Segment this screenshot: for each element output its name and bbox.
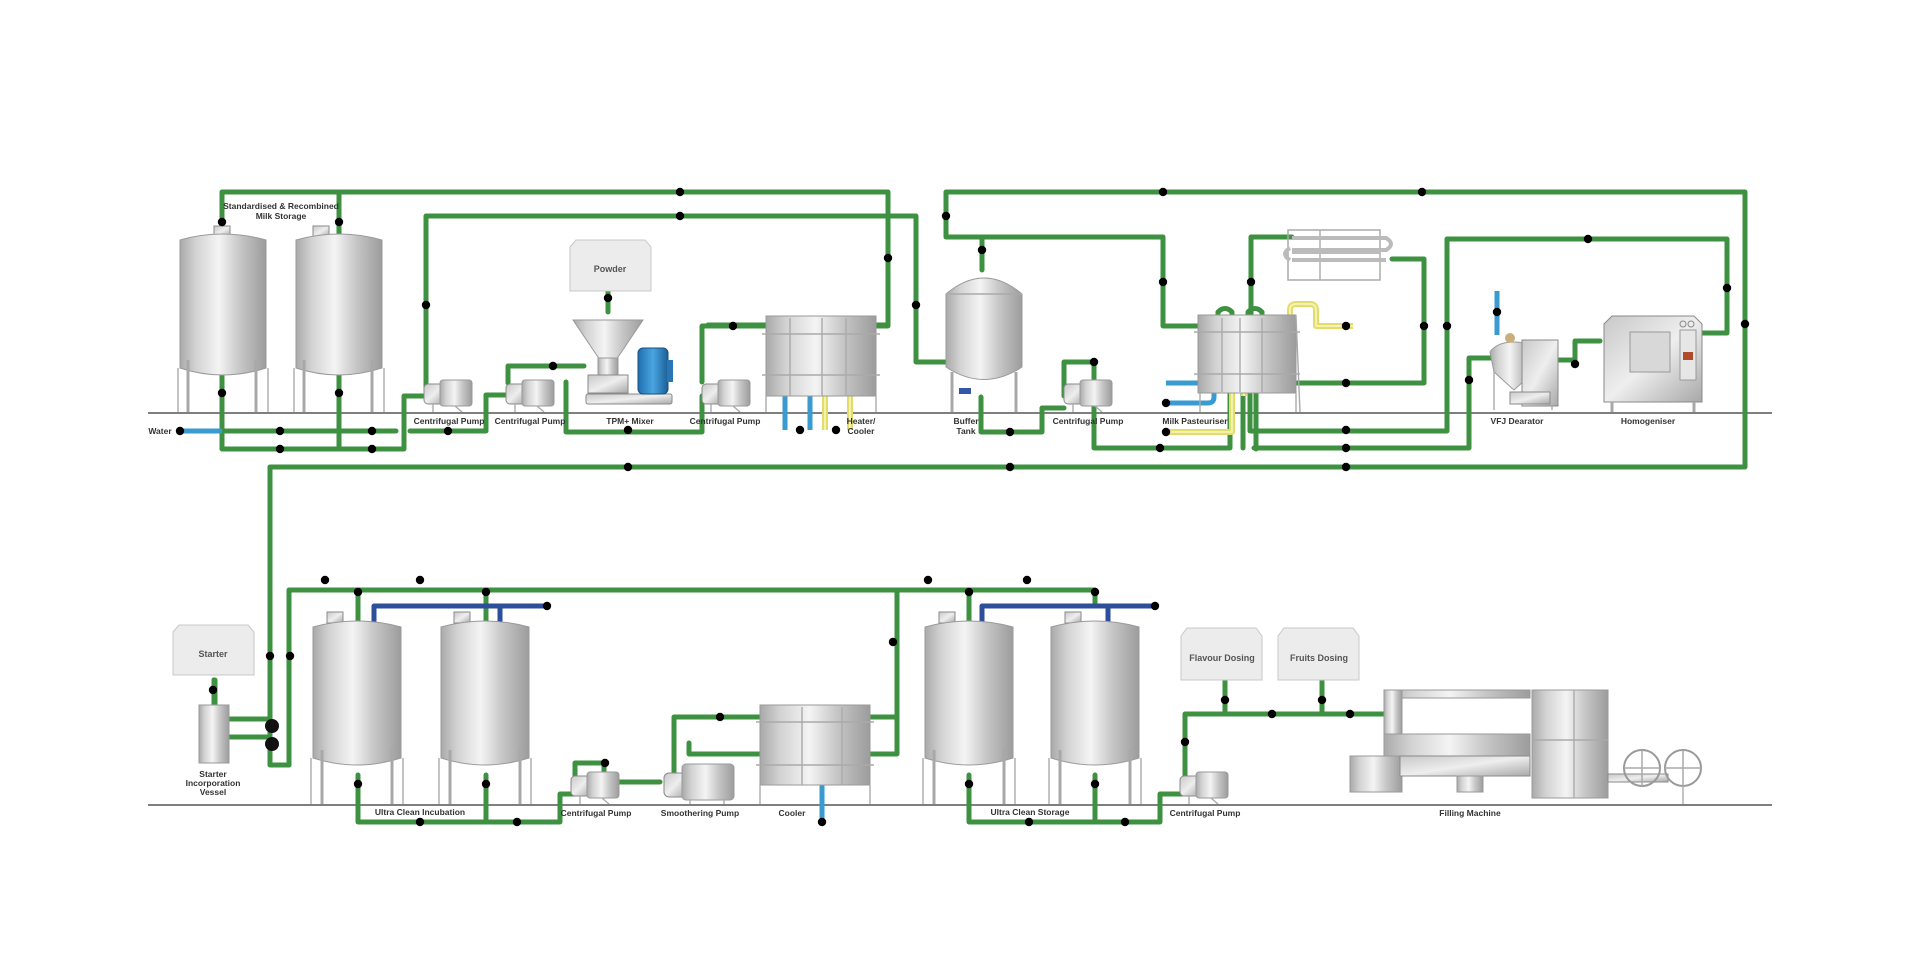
centrifugal-pump-5-label: Centrifugal Pump [561, 808, 632, 818]
ultra-clean-storage-tank-2[interactable] [1048, 611, 1142, 804]
milk-storage-label-2: Milk Storage [256, 211, 307, 221]
cooler-plate-exchanger[interactable] [756, 704, 874, 804]
tpm-mixer[interactable] [572, 319, 673, 405]
smoothering-pump[interactable] [663, 763, 735, 804]
centrifugal-pump-5[interactable] [570, 771, 620, 805]
incubation-tank-1[interactable] [310, 611, 404, 804]
milk-storage-tank-2[interactable] [293, 225, 385, 412]
filling-machine-label: Filling Machine [1439, 808, 1501, 818]
powder-label: Powder [594, 264, 627, 274]
incubation-cip-line [371, 603, 548, 622]
buffer-tank-label-2: Tank [956, 426, 975, 436]
buffer-tank[interactable] [945, 277, 1023, 412]
ultra-clean-storage-label: Ultra Clean Storage [991, 807, 1070, 817]
starter-box[interactable]: Starter [172, 624, 255, 676]
milk-storage-tank-1[interactable] [177, 225, 269, 412]
vfj-dearator[interactable] [1489, 333, 1559, 410]
ultra-clean-storage-tank-1[interactable] [922, 611, 1016, 804]
heater-cooler-plate-exchanger[interactable] [762, 315, 880, 412]
storage-cip-line [979, 603, 1155, 622]
incubation-tank-2[interactable] [438, 611, 532, 804]
starter-vessel-label-3: Vessel [200, 787, 226, 797]
tubular-heat-exchanger[interactable] [1283, 229, 1393, 281]
vfj-dearator-label: VFJ Dearator [1491, 416, 1545, 426]
starter-label: Starter [198, 649, 228, 659]
incubation-label: Ultra Clean Incubation [375, 807, 465, 817]
water-label: Water [148, 426, 172, 436]
centrifugal-pump-3[interactable] [701, 379, 751, 413]
centrifugal-pump-6-label: Centrifugal Pump [1170, 808, 1241, 818]
centrifugal-pump-4[interactable] [1063, 379, 1113, 413]
starter-valve-1[interactable] [265, 719, 279, 733]
starter-vessel-label-2: Incorporation [186, 778, 241, 788]
heater-cooler-label-2: Cooler [848, 426, 876, 436]
centrifugal-pump-2-label: Centrifugal Pump [495, 416, 566, 426]
centrifugal-pump-4-label: Centrifugal Pump [1053, 416, 1124, 426]
milk-pasteuriser-label: Milk Pasteuriser [1162, 416, 1228, 426]
starter-vessel-label-1: Starter [199, 769, 227, 779]
milk-pasteuriser[interactable] [1194, 314, 1301, 413]
fruits-dosing-box[interactable]: Fruits Dosing [1277, 627, 1360, 681]
flavour-dosing-label: Flavour Dosing [1189, 653, 1255, 663]
buffer-tank-label-1: Buffer [953, 416, 979, 426]
flavour-dosing-box[interactable]: Flavour Dosing [1180, 627, 1263, 681]
centrifugal-pump-1-label: Centrifugal Pump [414, 416, 485, 426]
filling-machine[interactable] [1349, 689, 1702, 804]
centrifugal-pump-2[interactable] [505, 379, 555, 413]
homogeniser-label: Homogeniser [1621, 416, 1676, 426]
heater-cooler-label-1: Heater/ [847, 416, 876, 426]
centrifugal-pump-1[interactable] [423, 379, 473, 413]
smoothering-pump-label: Smoothering Pump [661, 808, 739, 818]
milk-storage-label-1: Standardised & Recombined [223, 201, 339, 211]
centrifugal-pump-3-label: Centrifugal Pump [690, 416, 761, 426]
starter-valve-2[interactable] [265, 737, 279, 751]
homogeniser[interactable] [1603, 315, 1703, 412]
cooler-label: Cooler [779, 808, 807, 818]
powder-hopper-box[interactable]: Powder [569, 239, 652, 292]
starter-incorporation-vessel[interactable] [198, 704, 230, 764]
tpm-mixer-label: TPM+ Mixer [606, 416, 654, 426]
fruits-dosing-label: Fruits Dosing [1290, 653, 1348, 663]
centrifugal-pump-6[interactable] [1179, 771, 1229, 805]
